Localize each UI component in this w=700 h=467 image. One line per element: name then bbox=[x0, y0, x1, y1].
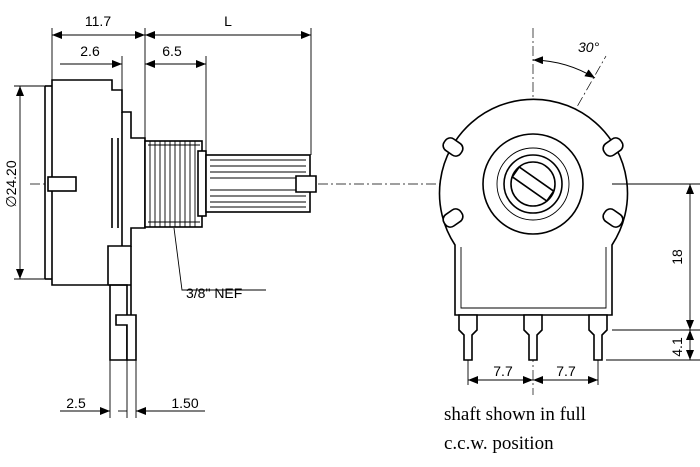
mounting-tab-bottom-right bbox=[602, 208, 624, 228]
dim-terminal-offset: 2.5 bbox=[66, 395, 86, 411]
front-terminals bbox=[458, 314, 608, 361]
dim-thread: 3/8" NEF bbox=[186, 285, 242, 301]
front-view: 30° 18 4.1 7.7 7.7 shaft shown in full c… bbox=[438, 28, 700, 454]
thread-leader bbox=[173, 227, 266, 291]
housing-body bbox=[44, 79, 146, 286]
dim-pitch-left: 7.7 bbox=[493, 363, 513, 379]
note-line-2: c.c.w. position bbox=[444, 433, 554, 454]
dim-line-angle bbox=[532, 56, 596, 79]
dim-terminal-height: 4.1 bbox=[669, 337, 685, 357]
solder-terminal bbox=[108, 246, 137, 361]
side-extension-lines bbox=[14, 28, 312, 418]
dim-body-width: 11.7 bbox=[85, 13, 111, 29]
dim-diameter: ∅24.20 bbox=[3, 160, 19, 207]
mounting-tab-bottom-left bbox=[442, 208, 464, 228]
dim-shaft-length: L bbox=[224, 13, 232, 29]
shaft-circle bbox=[503, 154, 563, 214]
shaft-stop-pin bbox=[47, 176, 77, 192]
mounting-tab-top-right bbox=[602, 137, 624, 157]
side-view: 11.7 L 2.6 6.5 ∅24.20 3/8" NEF 2.5 1.50 bbox=[3, 13, 690, 418]
thread-circle bbox=[496, 147, 570, 221]
dim-pitch-right: 7.7 bbox=[556, 363, 576, 379]
shaft-slot bbox=[511, 165, 555, 203]
dim-terminal-thickness: 1.50 bbox=[171, 395, 198, 411]
dim-angle: 30° bbox=[578, 39, 600, 55]
dim-height: 18 bbox=[669, 249, 685, 265]
shaft bbox=[205, 154, 317, 213]
mounting-tab-top-left bbox=[442, 137, 464, 157]
dim-flange: 2.6 bbox=[80, 43, 100, 59]
threaded-bushing bbox=[144, 140, 207, 228]
note-line-1: shaft shown in full bbox=[444, 404, 586, 425]
dim-bushing: 6.5 bbox=[162, 43, 182, 59]
